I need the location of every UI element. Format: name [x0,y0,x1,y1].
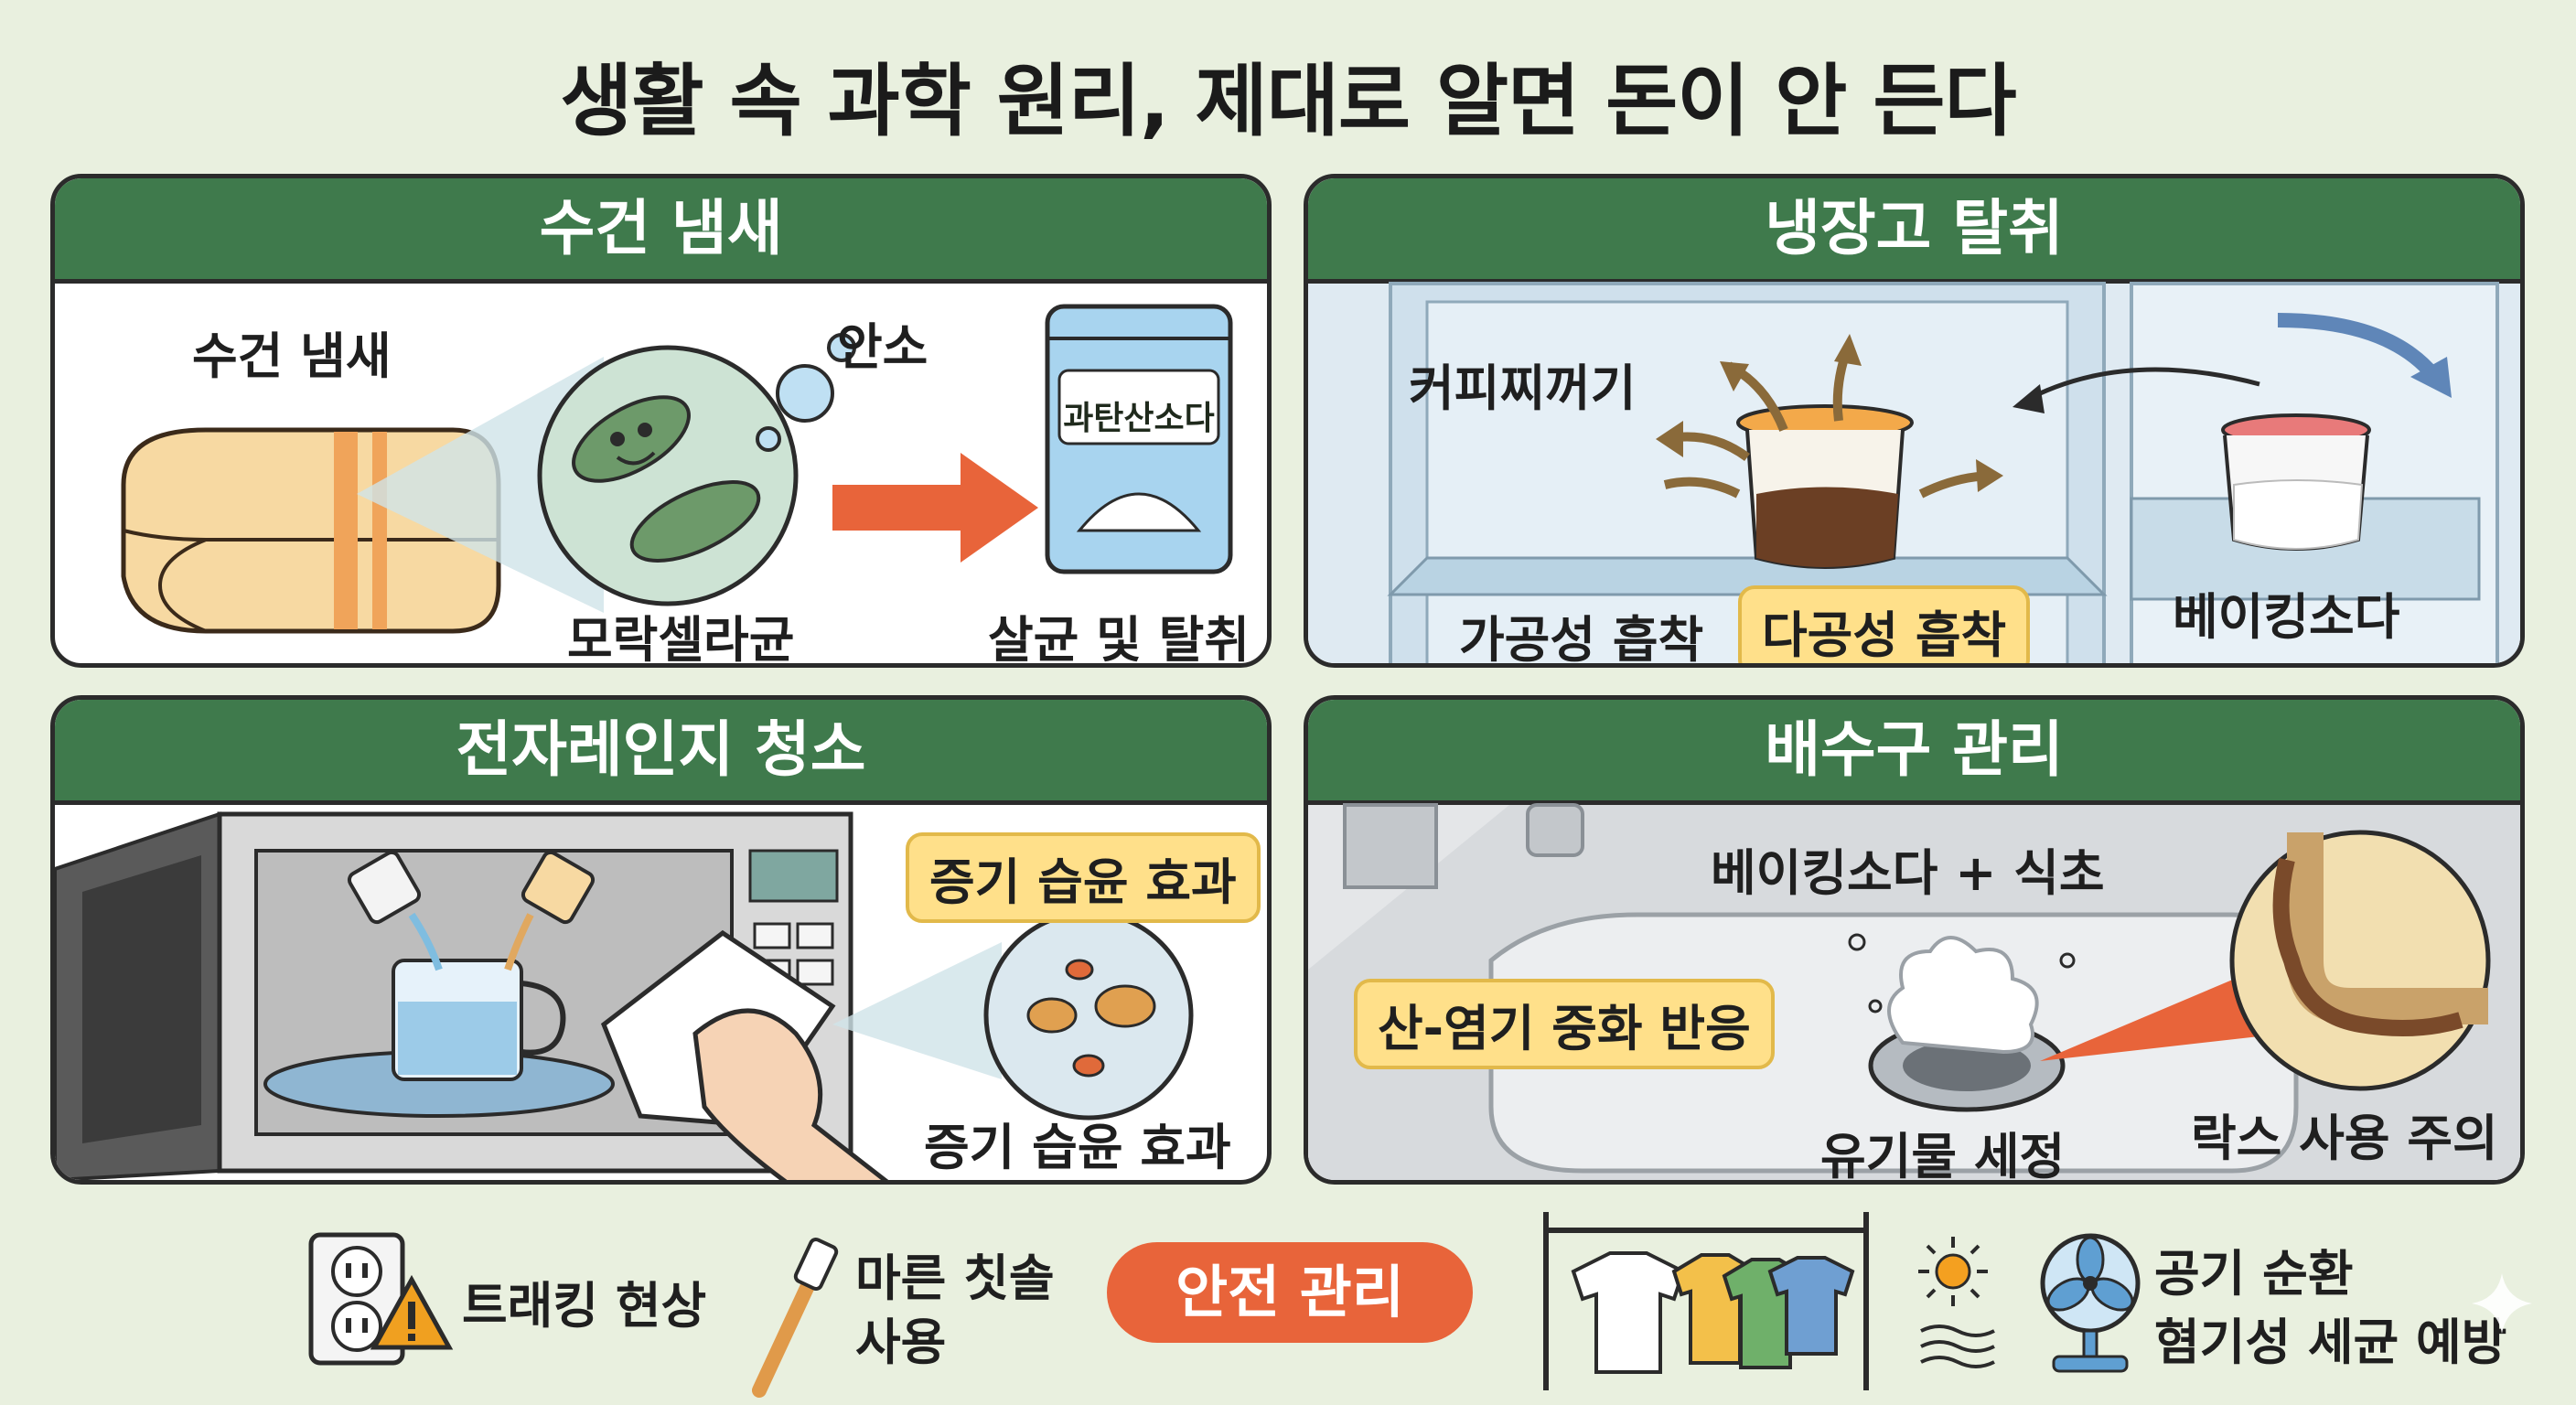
sterilize-label: 살균 및 탈취 [988,611,1250,668]
air-circulation-label: 공기 순환 [2154,1245,2354,1303]
acid-base-reaction-highlight: 산-염기 중화 반응 [1354,979,1775,1069]
panel-microwave-header: 전자레인지 청소 [55,700,1267,805]
panel-fridge: 냉장고 탈취 [1304,174,2525,668]
coffee-grounds-label: 커피찌꺼기 [1409,359,1637,417]
bacteria-label: 모락셀라균 [567,611,795,668]
arrow-right-icon [832,453,1038,563]
baking-soda-vinegar-label: 베이킹소다 + 식초 [1711,844,2105,902]
panel-microwave: 전자레인지 청소 [50,695,1272,1185]
panel-drain-header: 배수구 관리 [1308,700,2520,805]
porous-adsorption-label: 가공성 흡착 [1459,611,1704,668]
baking-soda-cup-icon [2221,413,2371,551]
fan-icon [2040,1233,2141,1373]
sparkle-icon [2472,1273,2532,1334]
porous-adsorption-highlight: 다공성 흡착 [1738,585,2031,663]
airflow-arrows-icon [2012,313,2452,413]
magnify-beam [832,942,1002,1079]
warning-icon [370,1274,454,1350]
hand-wiping-cloth-icon [600,929,889,1180]
towel-label: 수건 냄새 [192,327,392,385]
anaerobic-prevention-label: 혐기성 세균 예방 [2154,1314,2507,1371]
wind-icon [1920,1325,1995,1368]
clothes-rack-icon [1543,1212,1869,1390]
coffee-grounds-container-icon [1736,404,1914,569]
outlet-icon [308,1232,405,1366]
toothbrush-icon [752,1237,839,1398]
percarbonate-bag-icon [1045,304,1233,574]
bacteria-magnified-icon [537,345,799,606]
percarbonate-bag-label: 과탄산소다 [1063,400,1215,437]
panel-towel-body: 수건 냄새 안소 [55,284,1267,663]
panel-fridge-header: 냉장고 탈취 [1308,178,2520,284]
page-title: 생활 속 과학 원리, 제대로 알면 돈이 안 든다 [560,56,2016,147]
steam-effect-label: 증기 습윤 효과 [924,1119,1231,1176]
organic-cleaning-label: 유기물 세정 [1820,1128,2066,1185]
panel-towel-header: 수건 냄새 [55,178,1267,284]
bleach-caution-label: 락스 사용 주의 [2191,1110,2498,1167]
safety-badge: 안전 관리 [1107,1242,1473,1343]
pouring-cups-icon [347,850,596,971]
baking-soda-label: 베이킹소다 [2173,588,2400,646]
magnify-beam [357,357,604,613]
oxygen-bubbles-icon [756,333,856,452]
sun-icon [1918,1237,1988,1306]
odor-arrows-icon [1656,334,2003,499]
panel-towel: 수건 냄새 수건 냄새 안소 [50,174,1272,668]
panel-microwave-body: 증기 습윤 효과 증기 습윤 효과 [55,805,1267,1180]
panel-fridge-body: 커피찌꺼기 가공성 흡착 다공성 흡착 베이킹소다 [1308,282,2520,663]
tracking-label: 트래킹 현상 [462,1277,707,1335]
dry-brush-label-line1: 마른 칫솔 [855,1249,1055,1307]
panel-drain: 배수구 관리 베이킹소다 + 식초 산-염기 중화 반응 유기물 [1304,695,2525,1185]
pipe-buildup-magnified-icon [2229,830,2491,1091]
oxygen-label: 안소 [837,318,928,376]
softened-grime-magnified-icon [983,910,1194,1121]
dry-brush-label-line2: 사용 [855,1314,947,1371]
fizz-bubbles-icon [1848,933,2076,1055]
panel-drain-body: 베이킹소다 + 식초 산-염기 중화 반응 유기물 세정 락스 사용 주의 [1308,803,2520,1180]
steam-effect-highlight: 증기 습윤 효과 [906,832,1261,923]
